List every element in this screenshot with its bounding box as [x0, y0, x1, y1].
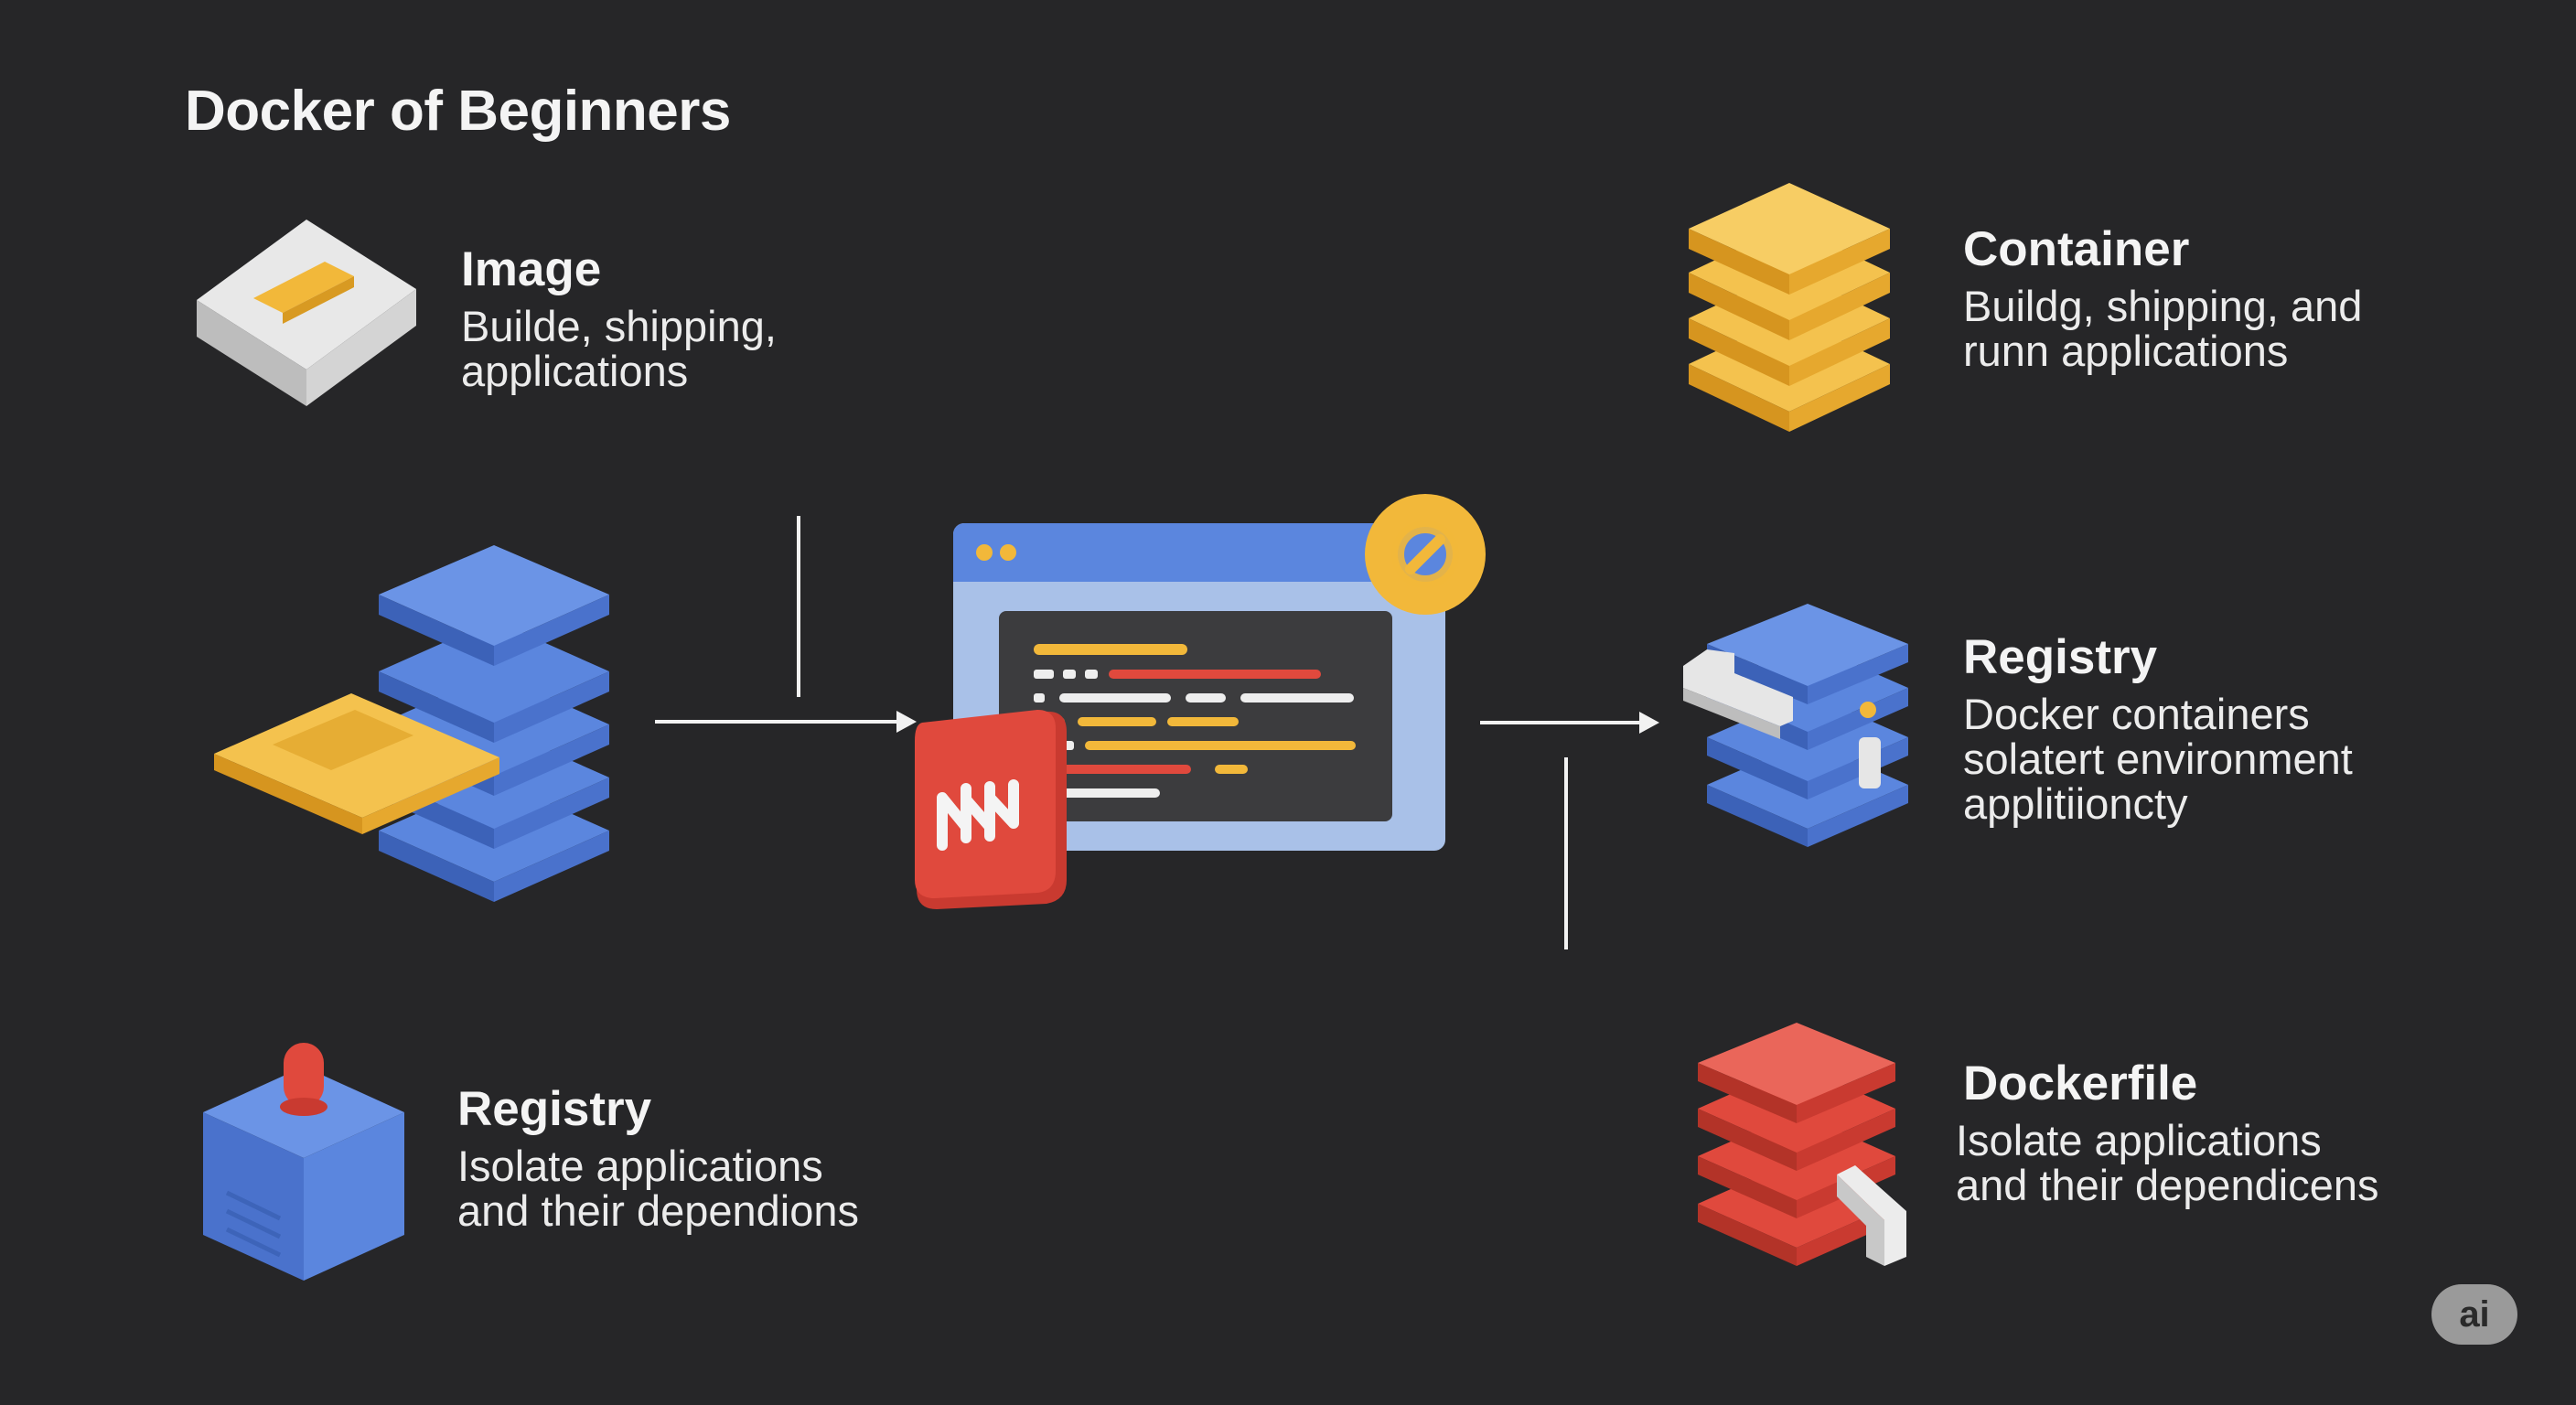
container-body: Buildg, shipping, and runn applications	[1963, 282, 2363, 376]
blocked-badge-icon	[1365, 494, 1486, 615]
dockerfile-heading: Dockerfile	[1963, 1056, 2198, 1110]
registry-right-block: Registry Docker containers solatert envi…	[1963, 630, 2353, 829]
ai-badge: ai	[2431, 1284, 2517, 1345]
registry-right-heading: Registry	[1963, 630, 2158, 684]
code-window-icon	[953, 523, 1445, 851]
registry-box-icon	[203, 1043, 404, 1281]
dockerfile-block: Dockerfile Isolate applications and thei…	[1956, 1056, 2379, 1210]
registry-left-body: Isolate applications and their dependion…	[457, 1142, 860, 1236]
image-block: Image Builde, shipping, applications	[461, 242, 777, 396]
image-body: Builde, shipping, applications	[461, 302, 777, 396]
container-block: Container Buildg, shipping, and runn app…	[1963, 222, 2363, 376]
dockerfile-stack-icon	[1698, 1023, 1906, 1266]
container-heading: Container	[1963, 222, 2190, 276]
dockerfile-body: Isolate applications and their dependice…	[1956, 1116, 2379, 1210]
tag-card-icon	[197, 220, 416, 406]
registry-right-body: Docker containers solatert environment a…	[1963, 690, 2353, 829]
registry-left-block: Registry Isolate applications and their …	[457, 1082, 860, 1236]
image-heading: Image	[461, 242, 602, 296]
page-title: Docker of Beginners	[185, 80, 731, 143]
red-logo-tile-icon	[915, 710, 1067, 909]
registry-server-icon	[1683, 604, 1908, 847]
container-stack-icon	[1689, 183, 1890, 432]
registry-left-heading: Registry	[457, 1082, 652, 1136]
server-stack-with-card-icon	[214, 545, 609, 902]
